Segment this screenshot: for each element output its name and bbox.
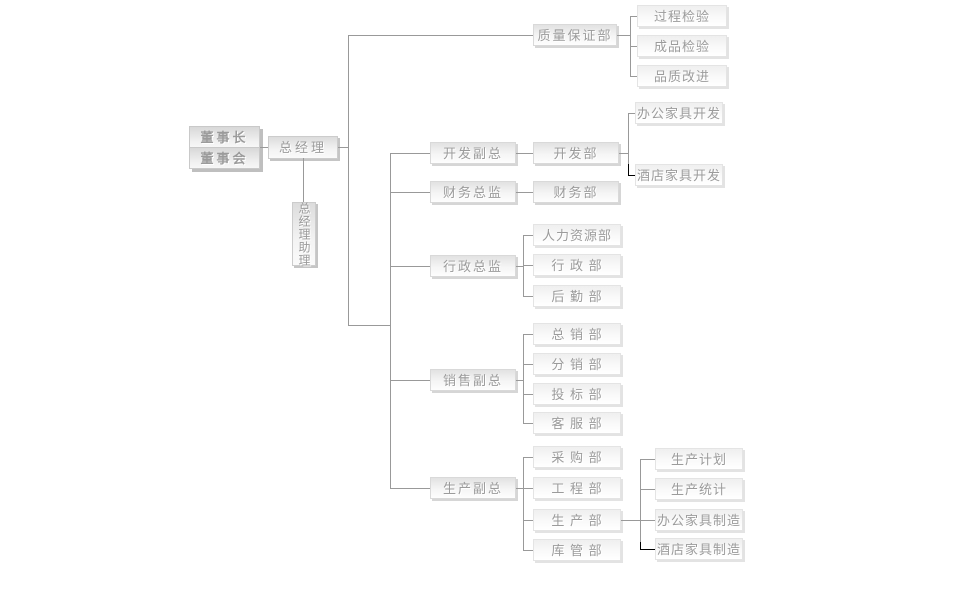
connector-line	[390, 192, 430, 193]
node-general-sales-dept: 总 销 部	[533, 323, 621, 345]
connector-line	[348, 325, 390, 326]
node-finished-product-inspection: 成品检验	[637, 35, 727, 57]
connector-line	[640, 489, 655, 490]
connector-line	[390, 266, 430, 267]
connector-line	[630, 76, 637, 77]
node-admin-director: 行政总监	[430, 255, 516, 277]
node-purchasing-dept: 采 购 部	[533, 446, 621, 468]
connector-line-dark	[640, 549, 655, 550]
node-production-dept: 生 产 部	[533, 509, 621, 531]
node-customer-service-dept: 客 服 部	[533, 412, 621, 434]
connector-line-dark	[640, 542, 641, 550]
node-process-inspection: 过程检验	[637, 5, 727, 27]
trunk-line	[348, 35, 349, 325]
connector-line	[516, 153, 533, 154]
node-quality-improvement: 品质改进	[637, 65, 727, 87]
connector-line	[640, 459, 641, 542]
node-general-manager: 总经理	[268, 136, 338, 159]
node-quality-assurance-dept: 质量保证部	[533, 24, 617, 46]
connector-line	[523, 265, 533, 266]
connector-line	[523, 457, 533, 458]
node-sales-vp: 销售副总	[430, 369, 516, 391]
connector-line	[523, 457, 524, 550]
node-office-furniture-development: 办公家具开发	[635, 102, 723, 124]
connector-line	[523, 334, 524, 423]
connector-line-dark	[628, 175, 635, 176]
node-engineering-dept: 工 程 部	[533, 477, 621, 499]
node-logistics-dept: 后 勤 部	[533, 285, 621, 307]
connector-line	[523, 488, 533, 489]
node-chairman: 董事长	[190, 127, 259, 148]
node-hotel-furniture-development: 酒店家具开发	[635, 164, 723, 186]
node-production-statistics: 生产统计	[655, 478, 743, 500]
node-production-vp: 生产副总	[430, 477, 516, 499]
node-finance-dept: 财务部	[533, 181, 619, 203]
trunk-line	[390, 153, 391, 488]
node-hotel-furniture-manufacturing: 酒店家具制造	[655, 538, 743, 560]
connector-line	[338, 147, 348, 148]
connector-line	[390, 153, 430, 154]
connector-line	[348, 35, 533, 36]
node-gm-assistant: 总经理助理	[292, 202, 316, 267]
connector-line	[628, 113, 635, 114]
node-distribution-dept: 分 销 部	[533, 353, 621, 375]
connector-line	[516, 488, 523, 489]
connector-line	[523, 423, 533, 424]
connector-line	[523, 296, 533, 297]
node-production-planning: 生产计划	[655, 448, 743, 470]
connector-line	[390, 380, 430, 381]
node-finance-director: 财务总监	[430, 181, 516, 203]
connector-line	[516, 266, 523, 267]
connector-line-dark	[628, 164, 629, 175]
connector-line	[260, 147, 268, 148]
node-board-of-directors: 董事会	[190, 148, 259, 168]
connector-line	[630, 16, 637, 17]
connector-line	[523, 334, 533, 335]
node-hr-dept: 人力资源部	[533, 224, 621, 246]
connector-line	[390, 488, 430, 489]
connector-line	[523, 520, 533, 521]
connector-line	[628, 113, 629, 164]
node-development-vp: 开发副总	[430, 142, 516, 164]
board-stack: 董事长 董事会	[189, 126, 260, 169]
connector-line	[516, 380, 523, 381]
node-development-dept: 开发部	[533, 142, 619, 164]
connector-line	[621, 520, 655, 521]
connector-line	[303, 158, 304, 202]
node-bidding-dept: 投 标 部	[533, 383, 621, 405]
node-warehouse-dept: 库 管 部	[533, 539, 621, 561]
node-admin-dept: 行 政 部	[533, 254, 621, 276]
connector-line	[523, 364, 533, 365]
connector-line	[523, 550, 533, 551]
connector-line	[617, 35, 630, 36]
connector-line	[619, 153, 628, 154]
connector-line	[640, 459, 655, 460]
connector-line	[523, 235, 533, 236]
connector-line	[630, 46, 637, 47]
connector-line	[523, 394, 533, 395]
connector-line	[516, 192, 533, 193]
node-office-furniture-manufacturing: 办公家具制造	[655, 509, 743, 531]
